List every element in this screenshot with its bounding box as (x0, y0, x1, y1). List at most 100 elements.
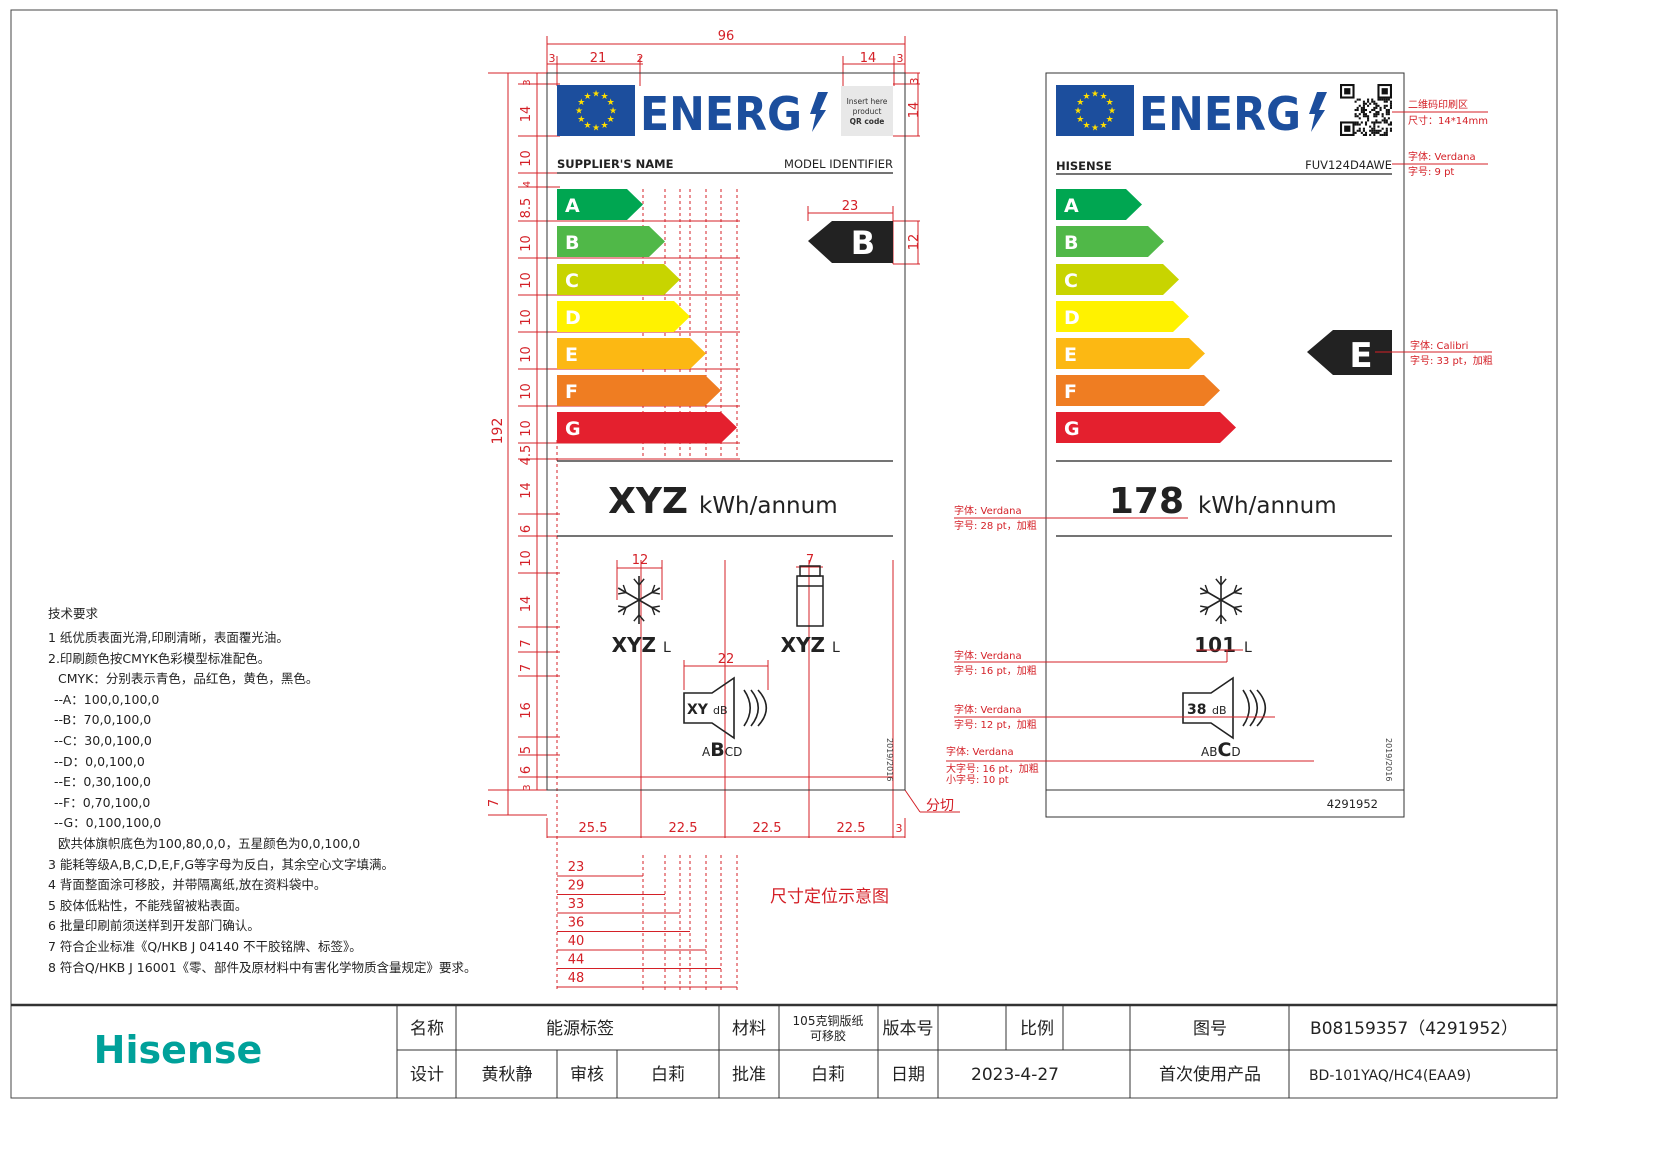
annotation-text: 字号: 28 pt，加粗 (954, 519, 1037, 532)
date-label: 日期 (891, 1065, 925, 1085)
star-icon: ★ (575, 107, 583, 117)
dimension-value: 4.5 (519, 445, 534, 466)
star-icon: ★ (1074, 107, 1082, 117)
template-label: ★★★★★★★★★★★★ ENERG Insert here product Q… (546, 72, 906, 791)
energy-consumption-value: XYZ (608, 481, 688, 522)
label-outline (546, 72, 906, 791)
regulation-number: 2019/2016 (1384, 738, 1393, 781)
star-icon: ★ (1091, 90, 1099, 100)
dimension-value: 192 (490, 418, 506, 445)
dimension-value: 22.5 (837, 821, 866, 836)
star-icon: ★ (583, 121, 591, 131)
energy-class-bar-F (557, 375, 721, 406)
dimension-value: 10 (519, 383, 534, 400)
tech-requirement-line: --C：30,0,100,0 (54, 732, 152, 748)
annotation-text: 尺寸：14*14mm (1408, 114, 1488, 127)
star-icon: ★ (1091, 124, 1099, 134)
name-value: 能源标签 (546, 1019, 614, 1039)
dimension-value: 10 (519, 150, 534, 167)
annotation-text: 大字号: 16 pt，加粗 (946, 762, 1039, 775)
qr-code[interactable] (1340, 84, 1392, 137)
dimension-value: 3 (549, 52, 556, 65)
title-block: Hisense 名称 能源标签 材料 105克铜版纸 可移胶 版本号 比例 图号… (11, 1003, 1557, 1098)
noise-value: XY (687, 702, 709, 718)
energy-class-letter: D (565, 307, 581, 329)
energy-class-letter: F (565, 381, 578, 403)
material-label: 材料 (732, 1019, 766, 1039)
dimension-value: 7 (519, 664, 534, 672)
volume-unit: L (1244, 640, 1252, 656)
name-label: 名称 (410, 1019, 444, 1039)
date-value: 2023-4-27 (971, 1065, 1059, 1085)
design-label: 设计 (410, 1065, 444, 1085)
dimension-value: 14 (519, 596, 534, 613)
star-icon: ★ (1108, 107, 1116, 117)
energy-class-letter: E (565, 344, 578, 366)
star-icon: ★ (1106, 98, 1114, 108)
model-identifier: FUV124D4AWE (1305, 158, 1392, 172)
annotation-text: 字体: Verdana (954, 703, 1022, 716)
noise-value: 38 (1187, 702, 1206, 718)
energy-class-bar-B (1056, 226, 1164, 257)
energy-class-bar-B (557, 226, 665, 257)
version-label: 版本号 (883, 1019, 934, 1039)
energy-class-bar-D (557, 301, 690, 332)
energy-consumption-value: 178 (1109, 481, 1184, 522)
dimension-value: 96 (718, 29, 735, 44)
noise-class-scale: ABCD (702, 739, 742, 761)
annotation-text: 二维码印刷区 (1408, 98, 1468, 111)
annotation-text: 字体: Verdana (946, 745, 1014, 758)
technical-requirements: 技术要求 1 纸优质表面光滑,印刷清晰，表面覆光油。2.印刷颜色按CMYK色彩模… (48, 604, 477, 975)
noise-unit: dB (1212, 704, 1227, 717)
tech-requirement-line: 7 符合企业标准《Q/HKB J 04140 不干胶铭牌、标签》。 (48, 938, 362, 954)
star-icon: ★ (1082, 121, 1090, 131)
model-identifier: MODEL IDENTIFIER (784, 157, 893, 171)
designer: 黄秋静 (482, 1065, 533, 1085)
dimension-value: 7 (519, 639, 534, 647)
dimension-value: 3 (522, 79, 533, 85)
annotation-text: 字号: 12 pt，加粗 (954, 718, 1037, 731)
freezer-volume-unit: L (663, 640, 671, 656)
energy-class-letter: E (1064, 344, 1077, 366)
star-icon: ★ (583, 92, 591, 102)
star-icon: ★ (609, 107, 617, 117)
dimension-value: 3 (897, 52, 904, 65)
tech-requirement-line: 1 纸优质表面光滑,印刷清晰，表面覆光油。 (48, 630, 289, 645)
energy-class-letter: B (1064, 232, 1078, 254)
energy-class-letter: A (1064, 195, 1079, 217)
energy-class-letter: B (565, 232, 579, 254)
star-icon: ★ (1099, 121, 1107, 131)
approver: 白莉 (811, 1065, 845, 1085)
dimension-value: 44 (568, 953, 585, 968)
dimension-value: 14 (860, 51, 877, 66)
energy-class-bar-G (557, 412, 737, 443)
lightning-icon (1309, 92, 1327, 132)
dimension-value: 7 (487, 799, 502, 807)
dimension-value: 22 (718, 652, 735, 667)
font-annotations: 二维码印刷区 尺寸：14*14mm 字体: Verdana 字号: 9 pt 字… (946, 98, 1493, 786)
fridge-volume-unit: L (832, 640, 840, 656)
star-icon: ★ (600, 121, 608, 131)
filled-label: ★★★★★★★★★★★★ ENERG HISENSE FUV124D4AWE A… (1045, 72, 1405, 818)
label-outline (1045, 72, 1405, 818)
supplier-name: SUPPLIER'S NAME (557, 157, 674, 171)
noise-unit: dB (713, 704, 728, 717)
tech-requirement-line: CMYK：分别表示青色，品红色，黄色，黑色。 (54, 671, 319, 687)
dimension-value: 22.5 (669, 821, 698, 836)
class-indicator-letter: B (851, 224, 875, 262)
hisense-logo: Hisense (94, 1028, 263, 1072)
energy-class-bar-A (1056, 189, 1142, 220)
dimension-value: 23 (842, 199, 859, 214)
tech-requirement-line: 欧共体旗帜底色为100,80,0,0，五星颜色为0,0,100,0 (54, 835, 361, 851)
dimension-value: 3 (522, 784, 533, 790)
tech-requirement-line: --G：0,100,100,0 (54, 815, 162, 831)
tech-requirement-line: --B：70,0,100,0 (54, 712, 152, 728)
sheet-border (10, 9, 1558, 1099)
energy-class-letter: D (1064, 307, 1080, 329)
annotation-text: 字体: Verdana (1408, 150, 1476, 163)
energy-class-bar-G (1056, 412, 1236, 443)
star-icon: ★ (592, 124, 600, 134)
